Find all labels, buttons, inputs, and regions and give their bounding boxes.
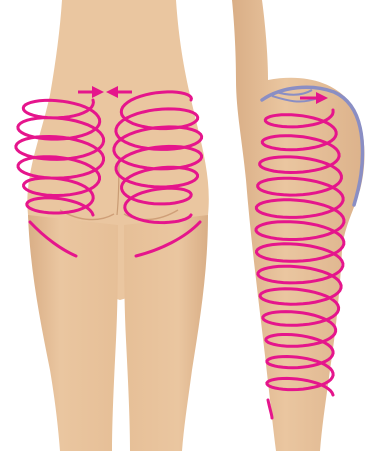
back-view	[27, 0, 208, 451]
back-left-leg	[28, 215, 118, 451]
side-body	[232, 0, 364, 451]
back-right-leg	[124, 215, 208, 451]
side-view	[232, 0, 364, 451]
